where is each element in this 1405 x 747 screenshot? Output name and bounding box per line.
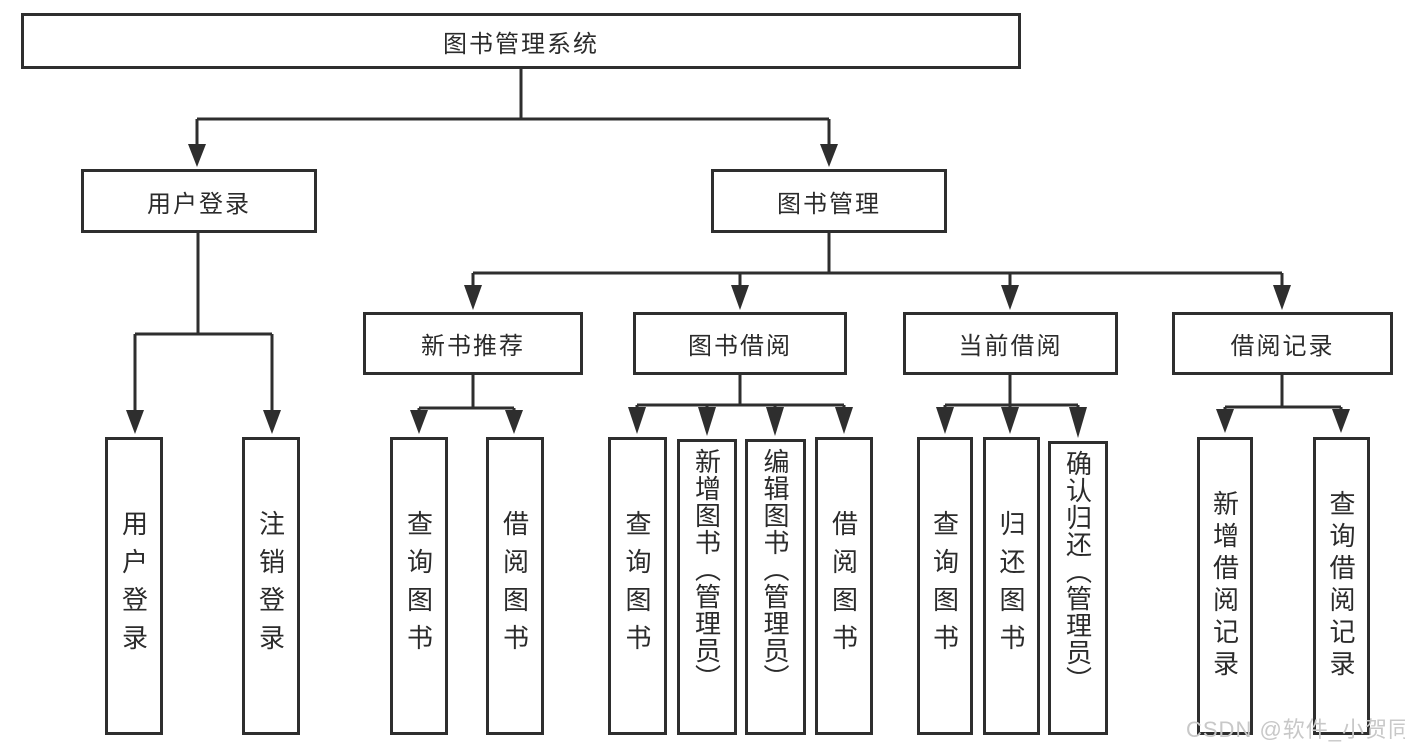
node-label: 查询图书 xyxy=(403,510,434,662)
node-label: 借阅图书 xyxy=(499,510,530,662)
node-book-management: 图书管理 xyxy=(711,169,947,233)
leaf-query-books-recommend: 查询图书 xyxy=(390,437,448,735)
node-library-management-system: 图书管理系统 xyxy=(21,13,1021,69)
node-label: 确认归还（管理员） xyxy=(1062,450,1093,693)
node-borrow-records: 借阅记录 xyxy=(1172,312,1393,375)
node-label: 归还图书 xyxy=(996,510,1026,662)
node-label: 图书借阅 xyxy=(688,333,792,360)
leaf-user-login: 用户登录 xyxy=(105,437,163,735)
node-label: 查询图书 xyxy=(929,510,960,662)
node-user-login: 用户登录 xyxy=(81,169,317,233)
leaf-add-borrow-record: 新增借阅记录 xyxy=(1197,437,1253,735)
leaf-borrow-books: 借阅图书 xyxy=(815,437,873,735)
leaf-confirm-return-admin: 确认归还（管理员） xyxy=(1048,441,1108,735)
node-label: 借阅记录 xyxy=(1230,333,1335,360)
csdn-watermark: CSDN @软件_小贺同学 xyxy=(1186,717,1405,742)
node-label: 注销登录 xyxy=(255,510,286,662)
node-label: 新增图书（管理员） xyxy=(691,448,722,691)
leaf-query-borrow-record: 查询借阅记录 xyxy=(1313,437,1370,735)
node-new-book-recommend: 新书推荐 xyxy=(363,312,583,375)
node-label: 当前借阅 xyxy=(958,333,1063,360)
node-label: 用户登录 xyxy=(147,190,251,218)
node-label: 编辑图书（管理员） xyxy=(760,448,790,691)
node-label: 新增借阅记录 xyxy=(1209,490,1240,682)
node-label: 图书管理 xyxy=(777,190,881,218)
leaf-return-books: 归还图书 xyxy=(983,437,1040,735)
node-book-borrow: 图书借阅 xyxy=(633,312,847,375)
leaf-borrow-books-recommend: 借阅图书 xyxy=(486,437,544,735)
node-label: 图书管理系统 xyxy=(443,30,599,58)
leaf-edit-book-admin: 编辑图书（管理员） xyxy=(745,439,806,735)
node-label: 借阅图书 xyxy=(828,510,859,662)
leaf-query-books-borrow: 查询图书 xyxy=(608,437,667,735)
node-label: 用户登录 xyxy=(118,510,149,662)
leaf-query-books-current: 查询图书 xyxy=(917,437,973,735)
node-current-borrow: 当前借阅 xyxy=(903,312,1118,375)
node-label: 查询借阅记录 xyxy=(1326,490,1356,682)
leaf-add-book-admin: 新增图书（管理员） xyxy=(677,439,737,735)
node-label: 新书推荐 xyxy=(421,333,525,360)
leaf-logout: 注销登录 xyxy=(242,437,300,735)
node-label: 查询图书 xyxy=(622,510,652,662)
